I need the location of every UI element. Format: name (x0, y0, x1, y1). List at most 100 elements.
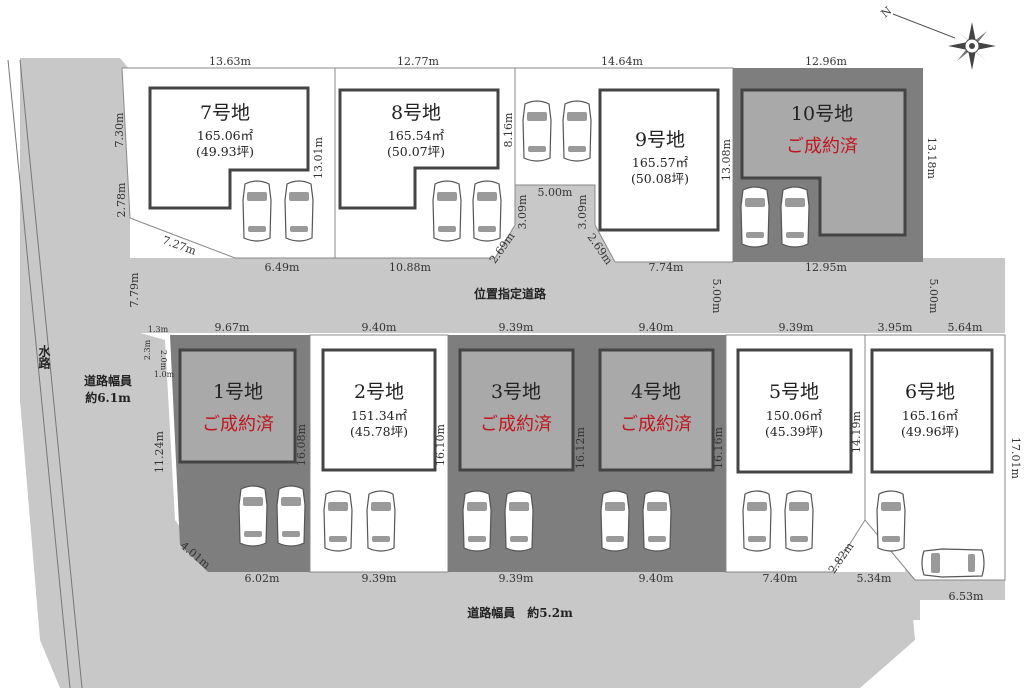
lot-7-area: 165.06㎡ (197, 128, 254, 143)
lot-labels: 7号地 165.06㎡ (49.93坪) 8号地 165.54㎡ (50.07坪… (196, 102, 959, 439)
lot-3[interactable] (448, 335, 588, 572)
dim-label: 1.0m (154, 370, 175, 379)
dim-label: 6.49m (265, 261, 300, 274)
south-road-label: 道路幅員 約5.2m (467, 605, 573, 620)
road-network (7, 58, 1005, 689)
dim-label: 17.01m (1009, 437, 1022, 479)
dim-label: 3.95m (878, 321, 913, 334)
dim-label: 12.95m (805, 261, 847, 274)
south-road (150, 572, 920, 620)
lot-4-sold: ご成約済 (620, 414, 692, 435)
car-icon (780, 186, 810, 248)
car-icon (238, 485, 268, 547)
car-icon (876, 490, 906, 552)
lot-3-sold: ご成約済 (480, 414, 552, 435)
car-icon (284, 180, 314, 242)
lot-10[interactable] (733, 68, 923, 262)
dim-label: 3.09m (576, 194, 589, 229)
dim-label: 13.63m (209, 55, 251, 68)
dim-label: 5.00m (927, 279, 940, 314)
dim-label: 11.24m (153, 430, 166, 472)
lot-7[interactable] (121, 67, 336, 259)
waterway-edge-2 (19, 59, 83, 689)
waterway-label: 水路 (37, 344, 51, 370)
lot-10-sold: ご成約済 (786, 136, 858, 157)
north-label: N (879, 4, 895, 20)
lot-9-area: 165.57㎡ (632, 155, 689, 170)
dim-label: 7.74m (649, 261, 684, 274)
lot-6-name: 6号地 (905, 381, 955, 403)
lot-8-area: 165.54㎡ (388, 128, 445, 143)
dim-label: 7.30m (113, 112, 126, 147)
lot-8-name: 8号地 (391, 102, 441, 124)
lot-7-tsubo: (49.93坪) (196, 144, 254, 159)
dim-label: 13.18m (925, 137, 938, 179)
car-icon (600, 490, 630, 552)
dim-label: 9.39m (499, 321, 534, 334)
car-icon (740, 186, 770, 248)
dim-label: 13.01m (312, 136, 325, 178)
lot-4-name: 4号地 (631, 381, 681, 403)
dim-label: 9.40m (362, 321, 397, 334)
dim-label: 2.0m (159, 350, 168, 371)
car-icon (742, 490, 772, 552)
car-icon (366, 490, 396, 552)
lot-9-tsubo: (50.08坪) (631, 171, 689, 186)
private-road-label: 位置指定道路 (474, 286, 547, 301)
car-icon (504, 490, 534, 552)
cul-de-sac (495, 185, 615, 262)
waterway-edge (7, 59, 71, 689)
lot-2-area: 151.34㎡ (351, 408, 408, 423)
lot-10-name: 10号地 (791, 103, 853, 125)
west-road-width: 約6.1m (85, 390, 131, 405)
dim-label: 9.39m (499, 572, 534, 585)
lot-3-name: 3号地 (491, 381, 541, 403)
dim-label: 13.08m (720, 138, 733, 180)
dim-label: 10.88m (389, 261, 431, 274)
car-icon (642, 490, 672, 552)
car-icon (242, 180, 272, 242)
dim-label: 1.3m (148, 325, 169, 334)
dim-label: 5.34m (857, 572, 892, 585)
dim-label: 16.12m (574, 426, 587, 468)
dim-label: 9.39m (779, 321, 814, 334)
lot-8[interactable] (334, 67, 516, 259)
car-icon (921, 548, 985, 578)
dim-label: 7.79m (128, 272, 141, 307)
dim-label: 9.39m (362, 572, 397, 585)
dim-label: 5.00m (538, 186, 573, 199)
dim-label: 8.16m (502, 112, 515, 147)
dim-label: 9.40m (639, 321, 674, 334)
dim-label: 9.40m (639, 572, 674, 585)
car-icon (276, 485, 306, 547)
dim-label: 14.19m (850, 410, 863, 452)
car-icon (784, 490, 814, 552)
car-icon (432, 180, 462, 242)
dim-label: 3.09m (516, 194, 529, 229)
dim-label: 2.3m (143, 339, 152, 360)
lot-5-area: 150.06㎡ (766, 408, 823, 423)
car-icon (323, 490, 353, 552)
lot-1[interactable] (170, 335, 310, 572)
dim-label: 5.64m (948, 321, 983, 334)
car-icon (462, 490, 492, 552)
car-icon (472, 180, 502, 242)
west-road-label: 道路幅員 (84, 373, 132, 388)
dim-label: 5.00m (710, 279, 723, 314)
dim-label: 6.02m (245, 572, 280, 585)
west-road (20, 58, 915, 688)
dim-label: 7.40m (763, 572, 798, 585)
lot-1-name: 1号地 (213, 381, 263, 403)
lot-5-tsubo: (45.39坪) (765, 424, 823, 439)
lot-5-name: 5号地 (769, 381, 819, 403)
north-arrow (892, 13, 956, 39)
lot-7-name: 7号地 (200, 102, 250, 124)
dim-label: 9.67m (215, 321, 250, 334)
dim-label: 12.77m (397, 55, 439, 68)
dim-label: 16.10m (434, 423, 447, 465)
dim-label: 14.64m (601, 55, 643, 68)
dim-label: 12.96m (805, 55, 847, 68)
lot-2-name: 2号地 (354, 381, 404, 403)
dim-label: 6.53m (949, 590, 984, 603)
